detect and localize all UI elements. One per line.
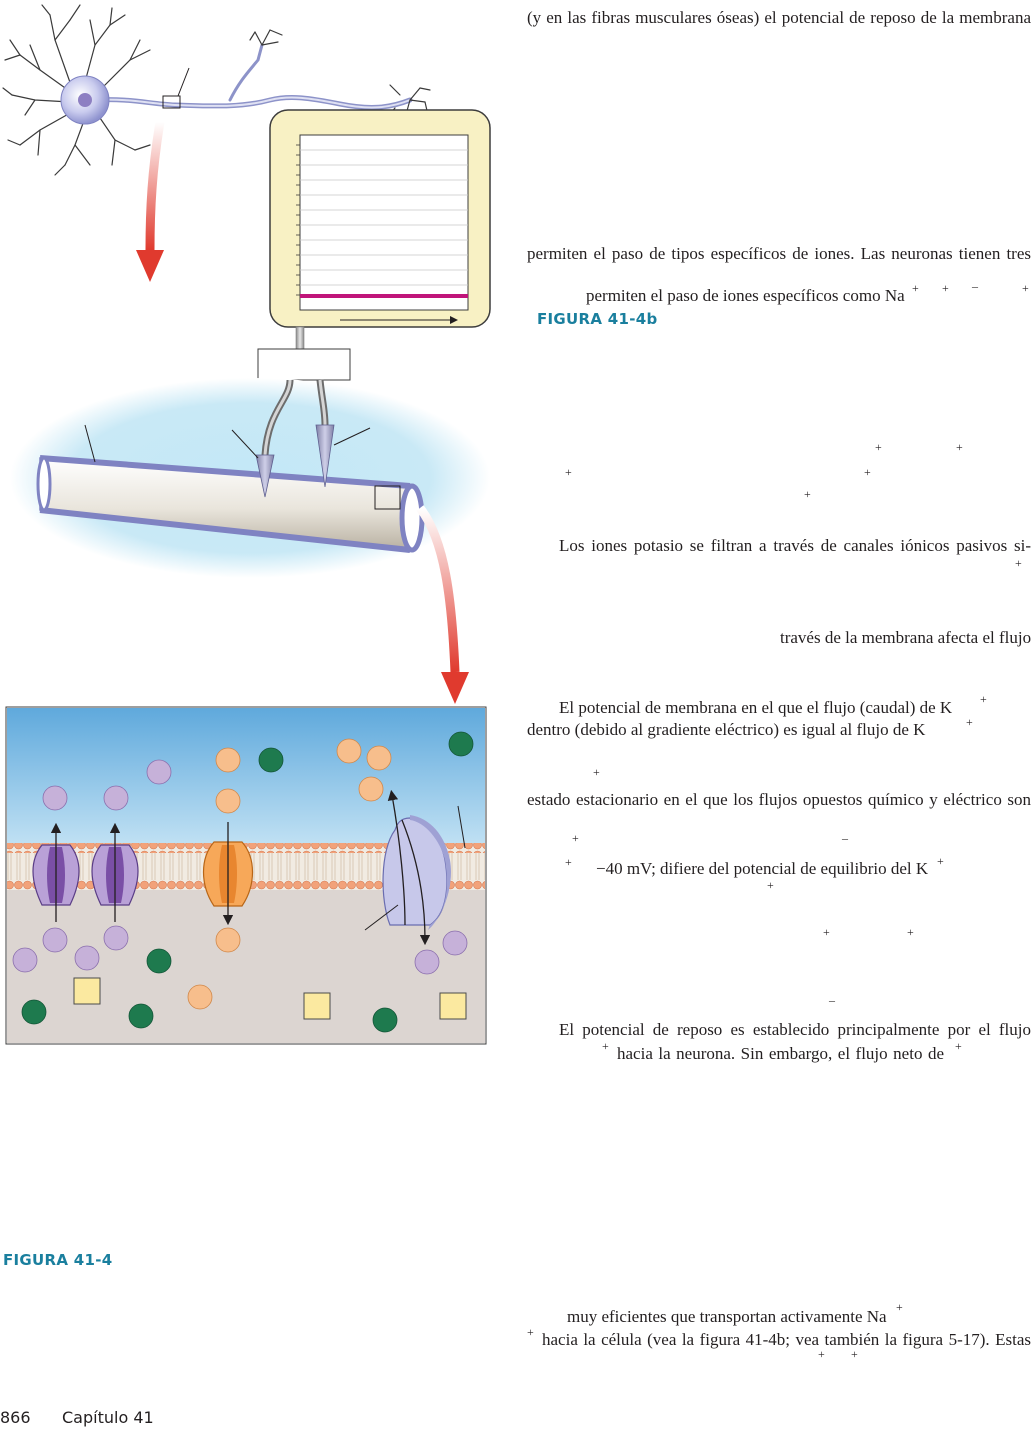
- body-text-line: estado estacionario en el que los flujos…: [527, 790, 1031, 809]
- potassium-leak-channel: [32, 844, 80, 906]
- superscript-plus: +: [767, 878, 774, 892]
- superscript-plus: +: [955, 1039, 962, 1053]
- superscript-plus: +: [593, 765, 600, 779]
- superscript-plus: +: [602, 1039, 609, 1053]
- superscript-plus: +: [864, 465, 871, 479]
- superscript-plus: +: [912, 281, 919, 295]
- superscript-plus: +: [565, 855, 572, 869]
- sodium-ions: [187, 738, 392, 1010]
- superscript-plus: +: [937, 854, 944, 868]
- meter-connector: [295, 326, 305, 350]
- body-text-line: El potencial de membrana en el que el fl…: [559, 698, 953, 717]
- sodium-leak-channel: [203, 841, 253, 907]
- superscript-plus: +: [956, 440, 963, 454]
- body-text-line: permiten el paso de tipos específicos de…: [527, 244, 1031, 263]
- superscript-plus: +: [966, 715, 973, 729]
- page-number: 866: [0, 1408, 31, 1427]
- leader-line: [364, 904, 399, 931]
- superscript-minus: –: [972, 279, 978, 293]
- neuron-nucleus: [78, 93, 92, 107]
- superscript-plus: +: [804, 487, 811, 501]
- zoom-arrow-membrane: [416, 505, 469, 704]
- figure-caption-label: FIGURA 41-4: [3, 1251, 113, 1269]
- superscript-plus: +: [1015, 556, 1022, 570]
- body-text-line: El potencial de reposo es establecido pr…: [559, 1020, 1031, 1039]
- superscript-plus: +: [572, 831, 579, 845]
- chloride-ions: [21, 731, 474, 1033]
- figure-reference-label: FIGURA 41-4b: [537, 310, 658, 328]
- body-text-line: Los iones potasio se filtran a través de…: [559, 536, 1031, 555]
- potassium-ions: [12, 759, 468, 975]
- superscript-plus: +: [527, 1325, 534, 1339]
- membrane-zoom-box: [374, 485, 401, 510]
- superscript-minus: –: [842, 831, 848, 845]
- amplifier-box: [257, 348, 351, 381]
- axon-zoom-box: [162, 95, 181, 109]
- body-text-line: muy eficientes que transportan activamen…: [567, 1307, 887, 1326]
- body-text-line: dentro (debido al gradiente eléctrico) e…: [527, 720, 926, 739]
- neuron-axon: [92, 43, 413, 110]
- body-text-line: −40 mV; difiere del potencial de equilib…: [596, 859, 929, 878]
- leader-line: [231, 429, 259, 459]
- zoom-arrow-down: [136, 121, 165, 282]
- superscript-plus: +: [896, 1300, 903, 1314]
- body-text-line: través de la membrana afecta el flujo: [780, 628, 1032, 647]
- superscript-plus: +: [823, 925, 830, 939]
- leader-line: [84, 424, 96, 463]
- leader-line: [457, 805, 466, 849]
- ion-flux-arrows: [50, 789, 431, 946]
- recording-electrodes: [255, 379, 335, 498]
- superscript-plus: +: [1022, 281, 1029, 295]
- voltmeter: [269, 109, 491, 328]
- anionic-proteins: [73, 977, 467, 1020]
- potassium-leak-channel: [91, 844, 139, 906]
- superscript-plus: +: [875, 440, 882, 454]
- neuron-drawing: [2, 4, 151, 176]
- superscript-plus: +: [818, 1347, 825, 1361]
- superscript-minus: –: [829, 993, 835, 1007]
- superscript-plus: +: [851, 1347, 858, 1361]
- superscript-plus: +: [942, 281, 949, 295]
- body-text-line: hacia la célula (vea la figura 41-4b; ve…: [542, 1330, 1031, 1349]
- body-text-line: (y en las fibras musculares óseas) el po…: [527, 8, 1031, 27]
- leader-line: [333, 427, 371, 446]
- leader-line: [177, 67, 190, 97]
- oscilloscope-gridlines: [300, 149, 468, 286]
- oscilloscope-ticks: [296, 144, 300, 296]
- body-text-line: hacia la neurona. Sin embargo, el flujo …: [617, 1044, 944, 1063]
- chapter-label: Capítulo 41: [62, 1408, 154, 1427]
- superscript-plus: +: [565, 465, 572, 479]
- body-text-line: permiten el paso de iones específicos co…: [586, 286, 905, 305]
- superscript-plus: +: [907, 925, 914, 939]
- superscript-plus: +: [980, 692, 987, 706]
